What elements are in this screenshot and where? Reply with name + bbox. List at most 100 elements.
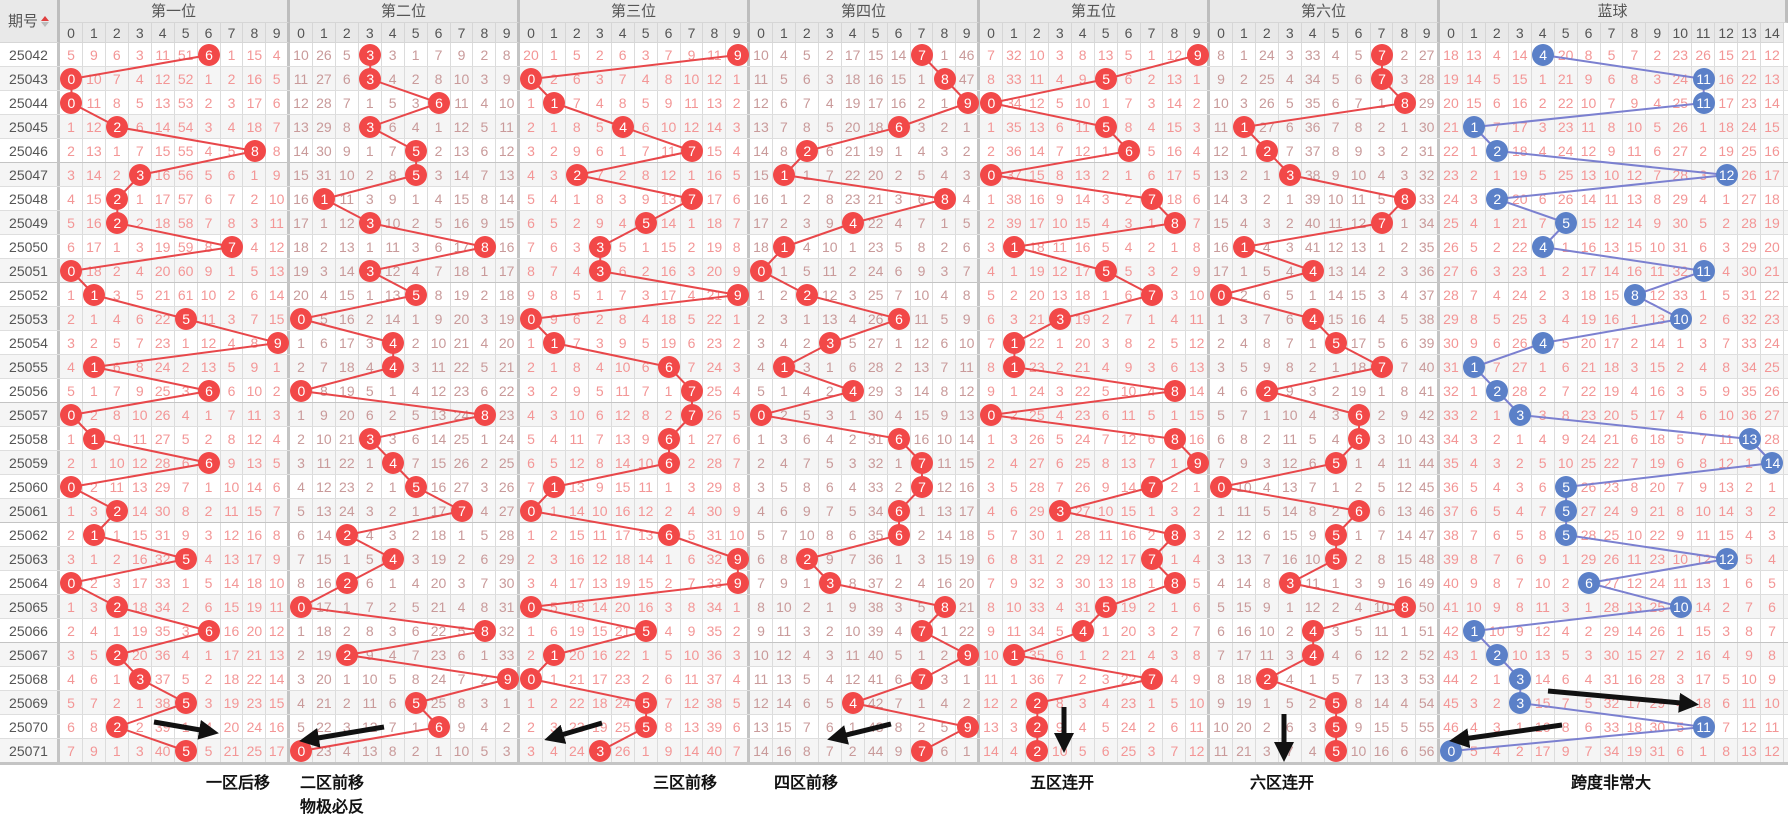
column-header: 6 (1117, 23, 1141, 43)
column-header: 13 (1738, 23, 1761, 43)
omission-cell: 52 (175, 67, 198, 91)
omission-cell: 3 (129, 43, 152, 67)
omission-cell: 2 (933, 115, 957, 139)
omission-cell: 7 (796, 91, 819, 115)
omission-cell: 4 (773, 43, 796, 67)
omission-cell: 18 (1440, 43, 1463, 67)
table-row[interactable] (0, 67, 1788, 91)
omission-cell: 13 (1761, 67, 1784, 91)
period-column-header[interactable]: 期号 (0, 0, 60, 43)
omission-cell: 4 (1279, 67, 1302, 91)
omission-cell: 9 (1623, 91, 1647, 115)
omission-cell: 5 (1325, 67, 1348, 91)
omission-cell: 15 (1463, 91, 1486, 115)
omission-cell: 1 (1141, 43, 1164, 67)
column-header: 3 (1048, 23, 1072, 43)
column-header: 1 (82, 23, 106, 43)
omission-cell: 1 (1532, 67, 1555, 91)
omission-cell: 9 (451, 43, 474, 67)
omission-cell: 6 (1486, 91, 1509, 115)
omission-cell: 6 (1348, 67, 1371, 91)
omission-cell: 19 (842, 91, 865, 115)
omission-cell: 5 (266, 67, 290, 91)
omission-cell: 47 (956, 67, 980, 91)
omission-cell: 26 (1256, 91, 1279, 115)
omission-cell (359, 115, 382, 139)
omission-cell: 34 (1302, 67, 1325, 91)
column-header: 6 (657, 23, 681, 43)
period-cell: 25043 (0, 67, 60, 91)
omission-cell: 26 (313, 43, 336, 67)
period-cell: 25045 (0, 115, 60, 139)
omission-cell: 15 (865, 43, 888, 67)
omission-cell (543, 91, 566, 115)
omission-cell: 7 (566, 91, 589, 115)
column-header: 2 (565, 23, 589, 43)
omission-cell: 21 (1738, 43, 1761, 67)
omission-cell: 10 (1026, 43, 1049, 67)
omission-cell: 3 (911, 115, 934, 139)
omission-cell: 4 (589, 91, 612, 115)
column-header: 5 (1094, 23, 1118, 43)
omission-cell: 1 (359, 91, 382, 115)
omission-cell: 15 (888, 67, 911, 91)
section-header: 第四位 (750, 0, 980, 23)
column-header: 4 (1531, 23, 1555, 43)
column-header: 10 (1669, 23, 1693, 43)
column-header: 1 (1002, 23, 1026, 43)
omission-cell: 12 (83, 115, 106, 139)
omission-cell: 13 (1463, 43, 1486, 67)
omission-cell: 7 (658, 43, 681, 67)
omission-cell: 35 (1302, 91, 1325, 115)
omission-cell: 8 (566, 115, 589, 139)
column-header: 5 (1554, 23, 1578, 43)
section-header: 蓝球 (1440, 0, 1788, 23)
omission-cell: 46 (956, 43, 980, 67)
column-header: 6 (1577, 23, 1601, 43)
omission-cell: 28 (313, 91, 336, 115)
column-header: 9 (1416, 23, 1440, 43)
omission-cell: 35 (1003, 115, 1026, 139)
omission-cell: 2 (1186, 91, 1210, 115)
table-row[interactable] (0, 43, 1788, 67)
omission-cell: 5 (589, 115, 612, 139)
omission-cell: 8 (496, 43, 520, 67)
column-header: 2 (105, 23, 129, 43)
omission-cell: 11 (681, 91, 704, 115)
column-header: 8 (1393, 23, 1417, 43)
omission-cell: 12 (681, 115, 704, 139)
column-header: 8 (1623, 23, 1647, 43)
table-row[interactable] (0, 91, 1788, 115)
omission-cell: 29 (1416, 91, 1440, 115)
omission-cell: 5 (796, 43, 819, 67)
omission-cell: 5 (129, 91, 152, 115)
omission-cell: 7 (612, 67, 635, 91)
omission-cell: 12 (290, 91, 313, 115)
column-header: 7 (1370, 23, 1394, 43)
omission-cell: 1 (198, 67, 221, 91)
column-header: 8 (1163, 23, 1187, 43)
omission-cell: 5 (336, 43, 359, 67)
omission-cell: 3 (1646, 67, 1670, 91)
omission-cell: 7 (1601, 91, 1624, 115)
column-header: 4 (1301, 23, 1325, 43)
period-label: 期号 (7, 13, 38, 30)
omission-cell: 5 (382, 91, 405, 115)
omission-cell: 24 (1256, 43, 1279, 67)
omission-cell: 4 (1049, 67, 1072, 91)
column-header: 2 (1485, 23, 1509, 43)
omission-cell: 33 (1003, 67, 1026, 91)
sort-icon[interactable] (41, 15, 49, 27)
omission-cell: 11 (290, 67, 313, 91)
omission-cell: 5 (1486, 67, 1509, 91)
omission-cell: 7 (106, 67, 129, 91)
section-header: 第五位 (980, 0, 1210, 23)
omission-cell: 9 (496, 67, 520, 91)
omission-cell: 3 (635, 43, 658, 67)
omission-cell: 7 (1118, 91, 1141, 115)
omission-cell: 8 (612, 91, 635, 115)
omission-cell: 11 (451, 91, 474, 115)
omission-cell (612, 115, 635, 139)
omission-cell: 3 (1393, 67, 1417, 91)
omission-cell: 11 (152, 43, 175, 67)
